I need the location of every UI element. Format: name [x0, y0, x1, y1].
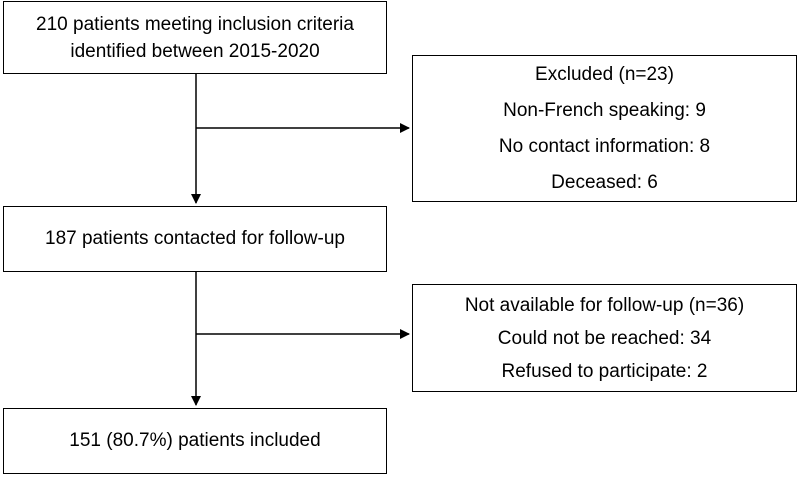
excluded-box: Excluded (n=23) Non-French speaking: 9 N…: [412, 55, 797, 202]
unavailable-item-not-reached: Could not be reached: 34: [497, 327, 712, 349]
start-line-2: identified between 2015-2020: [70, 40, 320, 62]
included-box: 151 (80.7%) patients included: [3, 408, 387, 474]
excluded-title: Excluded (n=23): [535, 63, 674, 85]
excluded-item-no-contact: No contact information: 8: [498, 135, 711, 157]
start-line-1: 210 patients meeting inclusion criteria: [36, 13, 354, 35]
contacted-text: 187 patients contacted for follow-up: [45, 228, 345, 249]
unavailable-box: Not available for follow-up (n=36) Could…: [412, 284, 797, 392]
unavailable-item-refused: Refused to participate: 2: [501, 360, 708, 382]
included-text: 151 (80.7%) patients included: [69, 430, 321, 451]
excluded-item-deceased: Deceased: 6: [551, 171, 658, 193]
contacted-box: 187 patients contacted for follow-up: [3, 206, 387, 272]
start-box: 210 patients meeting inclusion criteria …: [3, 1, 387, 74]
excluded-item-non-french: Non-French speaking: 9: [503, 99, 706, 121]
unavailable-title: Not available for follow-up (n=36): [464, 294, 745, 316]
